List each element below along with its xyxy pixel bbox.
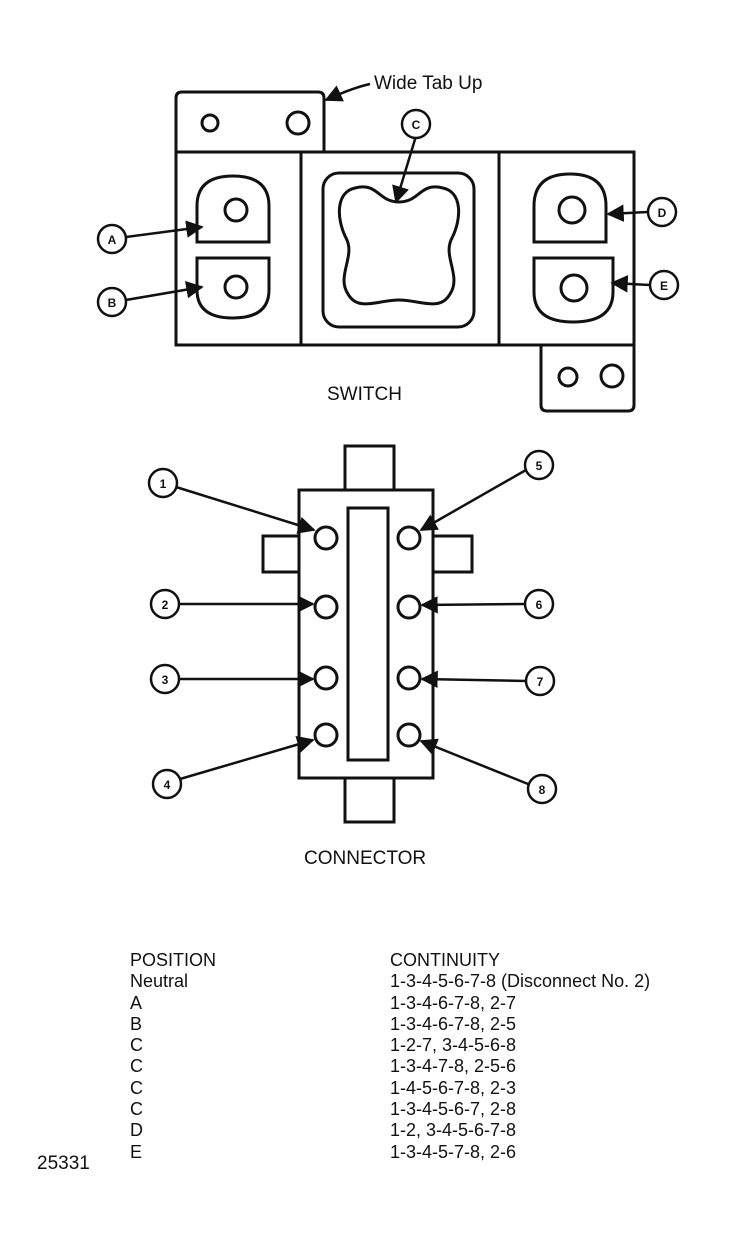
callout-a-circle <box>96 223 128 255</box>
position-cell: Neutral <box>130 971 189 992</box>
callout-8-circle <box>526 773 558 805</box>
continuity-cell: 1-3-4-5-7-8, 2-6 <box>390 1141 517 1162</box>
position-cell: B <box>130 1013 143 1034</box>
position-cell: C <box>130 1056 143 1077</box>
callout-e-circle <box>648 269 680 301</box>
wide-tab-leader <box>324 82 371 102</box>
continuity-cell: 1-3-4-7-8, 2-5-6 <box>390 1056 517 1077</box>
callout-7: 7 <box>537 675 544 689</box>
callout-7-circle <box>524 665 556 697</box>
table-row: C 1-2-7, 3-4-5-6-8 <box>130 1035 650 1056</box>
switch-body <box>174 90 636 413</box>
table-row: B 1-3-4-6-7-8, 2-5 <box>130 1014 650 1035</box>
leader-6 <box>420 596 526 614</box>
leader-1 <box>175 485 316 534</box>
callout-e: E <box>660 279 668 293</box>
callout-3: 3 <box>162 673 169 687</box>
callout-5-circle <box>523 449 555 481</box>
leader-7 <box>420 670 527 689</box>
callout-b-circle <box>96 286 128 318</box>
connector-body <box>261 444 474 824</box>
callout-6: 6 <box>536 598 543 612</box>
continuity-cell: 1-3-4-5-6-7, 2-8 <box>390 1099 517 1120</box>
callout-b: B <box>108 296 117 310</box>
table-row: C 1-4-5-6-7-8, 2-3 <box>130 1078 650 1099</box>
leader-5 <box>419 468 527 532</box>
table-row: E 1-3-4-5-7-8, 2-6 <box>130 1142 650 1163</box>
leader-c <box>392 135 418 204</box>
leader-b <box>125 281 204 302</box>
callout-5: 5 <box>536 459 543 473</box>
wide-tab-up-label: Wide Tab Up <box>374 73 483 94</box>
continuity-cell: 1-3-4-6-7-8, 2-7 <box>390 992 517 1013</box>
table-row: A 1-3-4-6-7-8, 2-7 <box>130 993 650 1014</box>
table-row: C 1-3-4-5-6-7, 2-8 <box>130 1099 650 1120</box>
continuity-cell: 1-2, 3-4-5-6-7-8 <box>390 1120 517 1141</box>
position-cell: D <box>130 1120 143 1141</box>
leader-e <box>610 275 651 293</box>
position-cell: C <box>130 1099 143 1120</box>
position-cell: C <box>130 1077 143 1098</box>
continuity-cell: 1-4-5-6-7-8, 2-3 <box>390 1077 517 1098</box>
leader-a <box>125 220 204 239</box>
leader-4 <box>179 736 315 781</box>
callout-4-circle <box>151 768 183 800</box>
callout-a: A <box>108 233 117 247</box>
callout-d-circle <box>646 196 678 228</box>
position-cell: C <box>130 1035 143 1056</box>
position-header: POSITION <box>130 950 217 970</box>
continuity-cell: 1-3-4-5-6-7-8 (Disconnect No. 2) <box>390 971 651 992</box>
callout-1: 1 <box>160 477 167 491</box>
callout-c-circle <box>400 108 432 140</box>
connector-title: CONNECTOR <box>304 848 427 869</box>
figure-number: 25331 <box>37 1153 90 1174</box>
table-row: D 1-2, 3-4-5-6-7-8 <box>130 1120 650 1141</box>
position-cell: E <box>130 1141 143 1162</box>
table-row: C 1-3-4-7-8, 2-5-6 <box>130 1056 650 1077</box>
callout-1-circle <box>147 467 179 499</box>
table-header-row: POSITION CONTINUITY <box>130 950 650 971</box>
callout-8: 8 <box>539 783 546 797</box>
callout-c: C <box>412 118 421 132</box>
leader-d <box>606 204 649 222</box>
position-cell: A <box>130 992 143 1013</box>
leader-8 <box>419 738 529 786</box>
callout-4: 4 <box>164 778 171 792</box>
callout-2-circle <box>149 588 181 620</box>
continuity-cell: 1-3-4-6-7-8, 2-5 <box>390 1013 517 1034</box>
callout-6-circle <box>523 588 555 620</box>
continuity-header: CONTINUITY <box>390 950 500 970</box>
callout-3-circle <box>149 663 181 695</box>
table-row: Neutral 1-3-4-5-6-7-8 (Disconnect No. 2) <box>130 971 650 992</box>
continuity-table: POSITION CONTINUITY Neutral 1-3-4-5-6-7-8… <box>130 950 650 1163</box>
continuity-cell: 1-2-7, 3-4-5-6-8 <box>390 1035 517 1056</box>
callout-d: D <box>658 206 667 220</box>
callout-2: 2 <box>162 598 169 612</box>
switch-title: SWITCH <box>327 384 402 405</box>
